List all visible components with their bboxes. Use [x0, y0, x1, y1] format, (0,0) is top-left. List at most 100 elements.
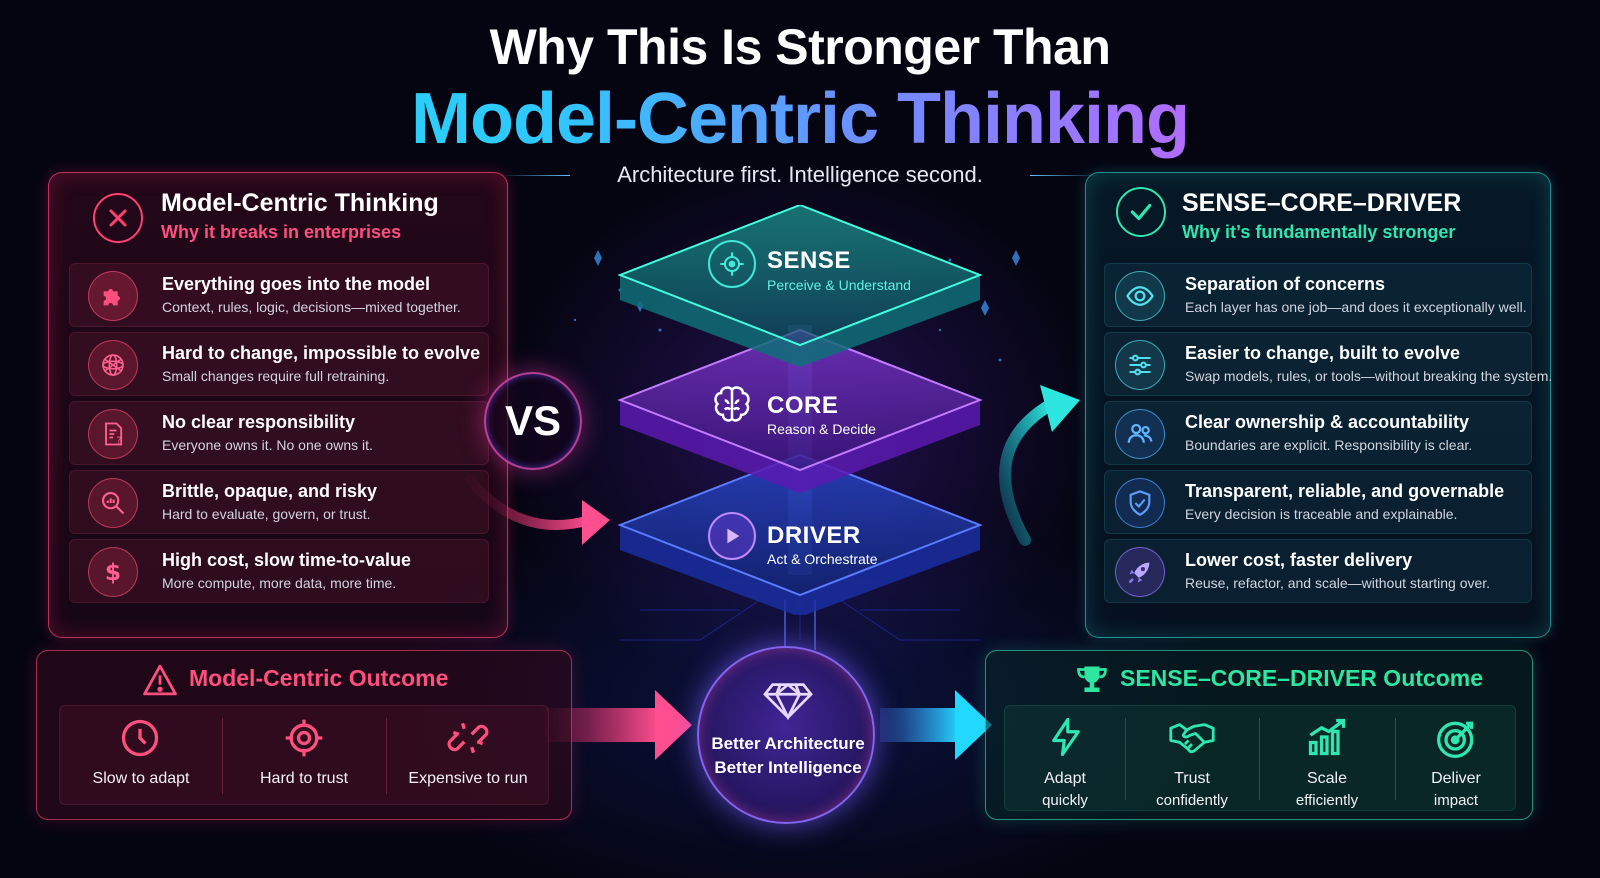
item-title: Everything goes into the model: [162, 274, 431, 294]
outcome-title: Model-Centric Outcome: [189, 665, 449, 691]
target-scope-icon: [708, 240, 756, 288]
list-item: Lower cost, faster delivery Reuse, refac…: [1104, 539, 1532, 603]
list-item: Separation of concerns Each layer has on…: [1104, 263, 1532, 327]
separator: [386, 718, 387, 794]
item-desc: Swap models, rules, or tools—without bre…: [1185, 368, 1553, 384]
sense-sub: Perceive & Understand: [767, 277, 911, 293]
item-desc: More compute, more data, more time.: [162, 575, 397, 591]
sense-core-driver-outcome-panel: SENSE–CORE–DRIVER Outcome Adapt quickly …: [985, 650, 1533, 820]
users-icon: [1115, 409, 1165, 459]
title-line-1: Why This Is Stronger Than: [489, 19, 1111, 75]
puzzle-icon: [88, 271, 138, 321]
layer-stack: [617, 205, 983, 615]
model-centric-outcome-panel: Model-Centric Outcome Slow to adapt Hard…: [36, 650, 572, 820]
bullseye-icon: [1435, 716, 1479, 765]
separator: [222, 718, 223, 794]
outcome-label: Slow to adapt: [92, 770, 190, 787]
outcome-line-1: Adapt: [1044, 770, 1086, 787]
growth-chart-icon: [1305, 716, 1349, 763]
tagline-rule-right: [1030, 175, 1100, 176]
title-line-2: Model-Centric Thinking: [0, 78, 1600, 160]
sense-core-driver-panel: SENSE–CORE–DRIVER Why it’s fundamentally…: [1085, 172, 1552, 638]
magnifier-chart-icon: [88, 478, 138, 528]
list-item: Transparent, reliable, and governable Ev…: [1104, 470, 1532, 534]
outcome-items: Adapt quickly Trust confidently Scale ef…: [1004, 705, 1516, 811]
outcome-title: SENSE–CORE–DRIVER Outcome: [1120, 665, 1483, 691]
panel-subtitle: Why it breaks in enterprises: [161, 222, 402, 242]
item-desc: Context, rules, logic, decisions—mixed t…: [162, 299, 461, 315]
outcome-line-2: impact: [1433, 792, 1479, 809]
better-architecture-circle: Better Architecture Better Intelligence: [697, 646, 875, 824]
outcome-line-2: confidently: [1156, 792, 1228, 809]
center-line-1: Better Architecture: [711, 734, 865, 753]
svg-text:$: $: [105, 558, 121, 586]
brain-icon: [708, 380, 756, 428]
item-desc: Every decision is traceable and explaina…: [1185, 506, 1458, 522]
list-item: Everything goes into the model Context, …: [69, 263, 489, 327]
list-item: Easier to change, built to evolve Swap m…: [1104, 332, 1552, 396]
item-desc: Hard to evaluate, govern, or trust.: [162, 506, 371, 522]
outcome-line-2: efficiently: [1295, 792, 1359, 809]
item-desc: Small changes require full retraining.: [162, 368, 390, 384]
outcome-label: Expensive to run: [408, 770, 528, 787]
core-sub: Reason & Decide: [767, 421, 876, 437]
outcome-line-1: Scale: [1306, 770, 1348, 787]
list-item: Brittle, opaque, and risky Hard to evalu…: [69, 470, 489, 534]
item-title: Lower cost, faster delivery: [1185, 550, 1413, 570]
item-title: Easier to change, built to evolve: [1185, 343, 1461, 363]
separator: [1259, 718, 1260, 800]
item-desc: Everyone owns it. No one owns it.: [162, 437, 373, 453]
document-question-icon: ?: [88, 409, 138, 459]
center-line-2: Better Intelligence: [714, 758, 862, 777]
outcome-line-1: Trust: [1174, 770, 1210, 787]
trophy-icon: [1074, 663, 1110, 702]
item-title: Brittle, opaque, and risky: [162, 481, 378, 501]
x-circle-icon: [93, 193, 143, 243]
sense-layer: [617, 205, 983, 367]
lightning-icon: [1045, 716, 1087, 763]
sense-label: SENSE: [767, 247, 851, 274]
list-item: Clear ownership & accountability Boundar…: [1104, 401, 1532, 465]
driver-sub: Act & Orchestrate: [767, 551, 878, 567]
eye-icon: [1115, 271, 1165, 321]
list-item: ? No clear responsibility Everyone owns …: [69, 401, 489, 465]
target-icon: [282, 716, 326, 765]
sliders-icon: [1115, 340, 1165, 390]
list-item: $ High cost, slow time-to-value More com…: [69, 539, 489, 603]
item-title: Transparent, reliable, and governable: [1185, 481, 1505, 501]
item-title: Clear ownership & accountability: [1185, 412, 1470, 432]
panel-title: SENSE–CORE–DRIVER: [1182, 189, 1462, 217]
tagline-rule-left: [500, 175, 570, 176]
outcome-line-1: Deliver: [1431, 770, 1481, 787]
vs-badge: VS: [484, 372, 582, 470]
driver-label: DRIVER: [767, 522, 861, 549]
core-layer: [617, 328, 983, 493]
svg-text:?: ?: [117, 435, 122, 446]
play-icon: [708, 512, 756, 560]
driver-layer: [617, 453, 983, 615]
list-item: Hard to change, impossible to evolve Sma…: [69, 332, 489, 396]
clock-icon: [118, 716, 162, 765]
broken-link-icon: [446, 716, 490, 765]
separator: [1395, 718, 1396, 800]
item-title: No clear responsibility: [162, 412, 356, 432]
item-title: High cost, slow time-to-value: [162, 550, 412, 570]
warning-icon: [141, 663, 179, 702]
outcome-line-2: quickly: [1042, 792, 1088, 809]
handshake-icon: [1169, 716, 1215, 763]
item-desc: Reuse, refactor, and scale—without start…: [1185, 575, 1491, 591]
panel-title: Model-Centric Thinking: [161, 189, 439, 217]
rocket-icon: [1115, 547, 1165, 597]
item-title: Hard to change, impossible to evolve: [162, 343, 481, 363]
check-circle-icon: [1116, 187, 1166, 237]
diamond-icon: [763, 680, 813, 725]
item-desc: Boundaries are explicit. Responsibility …: [1185, 437, 1473, 453]
item-desc: Each layer has one job—and does it excep…: [1185, 299, 1527, 315]
core-label: CORE: [767, 392, 839, 419]
panel-subtitle: Why it’s fundamentally stronger: [1182, 222, 1456, 242]
separator: [1125, 718, 1126, 800]
dollar-icon: $: [88, 547, 138, 597]
tagline: Architecture first. Intelligence second.: [617, 162, 983, 187]
tangled-network-icon: [88, 340, 138, 390]
shield-check-icon: [1115, 478, 1165, 528]
